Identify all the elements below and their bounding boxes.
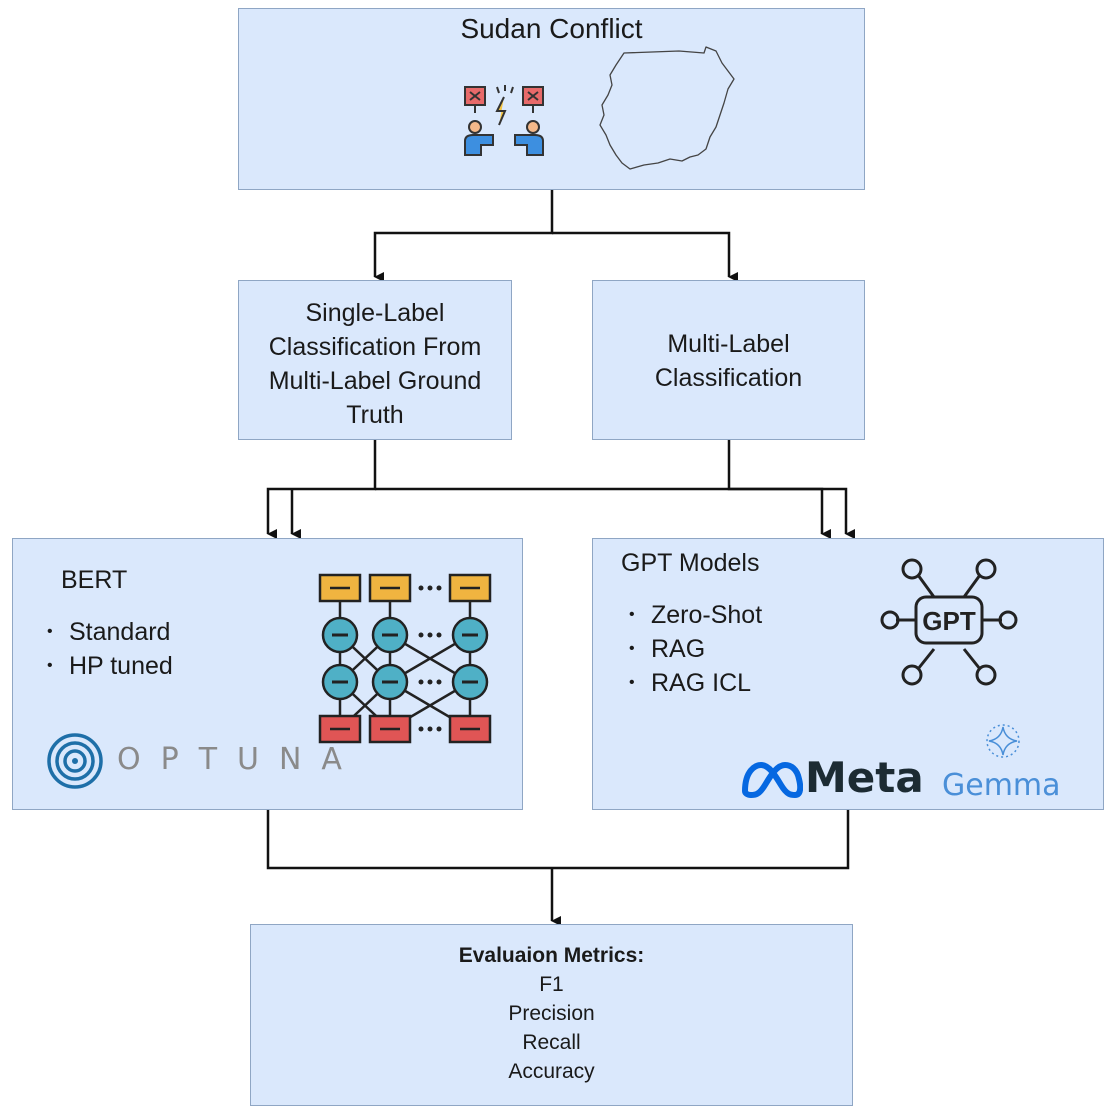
neural-network-icon <box>318 573 492 744</box>
optuna-logo <box>47 733 103 789</box>
meta-logo-text: Meta <box>805 753 924 802</box>
gpt-network-icon: GPT <box>880 558 1018 686</box>
bert-title: BERT <box>61 566 128 594</box>
conflict-people-icon <box>464 85 544 156</box>
single-label-line: Multi-Label Ground <box>268 367 482 395</box>
evaluation-box: Evaluaion Metrics: F1 Precision Recall A… <box>250 924 853 1106</box>
multi-label-box: Multi-Label Classification <box>592 280 865 440</box>
metric-item: Precision <box>508 1002 595 1025</box>
meta-logo <box>742 762 803 798</box>
single-label-line: Truth <box>346 401 404 429</box>
list-item: HP tuned <box>47 649 173 683</box>
list-item: RAG <box>629 632 762 666</box>
single-label-box: Single-Label Classification From Multi-L… <box>238 280 512 440</box>
single-label-line: Single-Label <box>305 299 445 327</box>
optuna-logo-text: OPTUNA <box>117 742 362 777</box>
list-item: Zero-Shot <box>629 598 762 632</box>
bert-list: Standard HP tuned <box>47 615 173 683</box>
sudan-conflict-box: Sudan Conflict <box>238 8 865 190</box>
list-item: Standard <box>47 615 173 649</box>
metric-item: Accuracy <box>508 1060 595 1083</box>
multi-label-line: Multi-Label <box>667 330 790 358</box>
gemma-logo <box>986 724 1020 758</box>
gemma-logo-text: Gemma <box>942 768 1061 803</box>
gpt-icon-text: GPT <box>922 606 976 636</box>
metric-item: F1 <box>539 973 564 996</box>
single-label-line: Classification From <box>268 333 482 361</box>
bert-box: BERT Standard HP tuned <box>12 538 523 810</box>
sudan-conflict-title: Sudan Conflict <box>460 13 643 44</box>
evaluation-title: Evaluaion Metrics: <box>458 944 645 967</box>
list-item: RAG ICL <box>629 666 762 700</box>
multi-label-line: Classification <box>654 364 803 392</box>
gpt-list: Zero-Shot RAG RAG ICL <box>629 598 762 700</box>
gpt-title: GPT Models <box>621 549 760 577</box>
gpt-box: GPT Models Zero-Shot RAG RAG ICL GPT Met… <box>592 538 1104 810</box>
sudan-map-icon <box>599 46 735 170</box>
metric-item: Recall <box>522 1031 581 1054</box>
